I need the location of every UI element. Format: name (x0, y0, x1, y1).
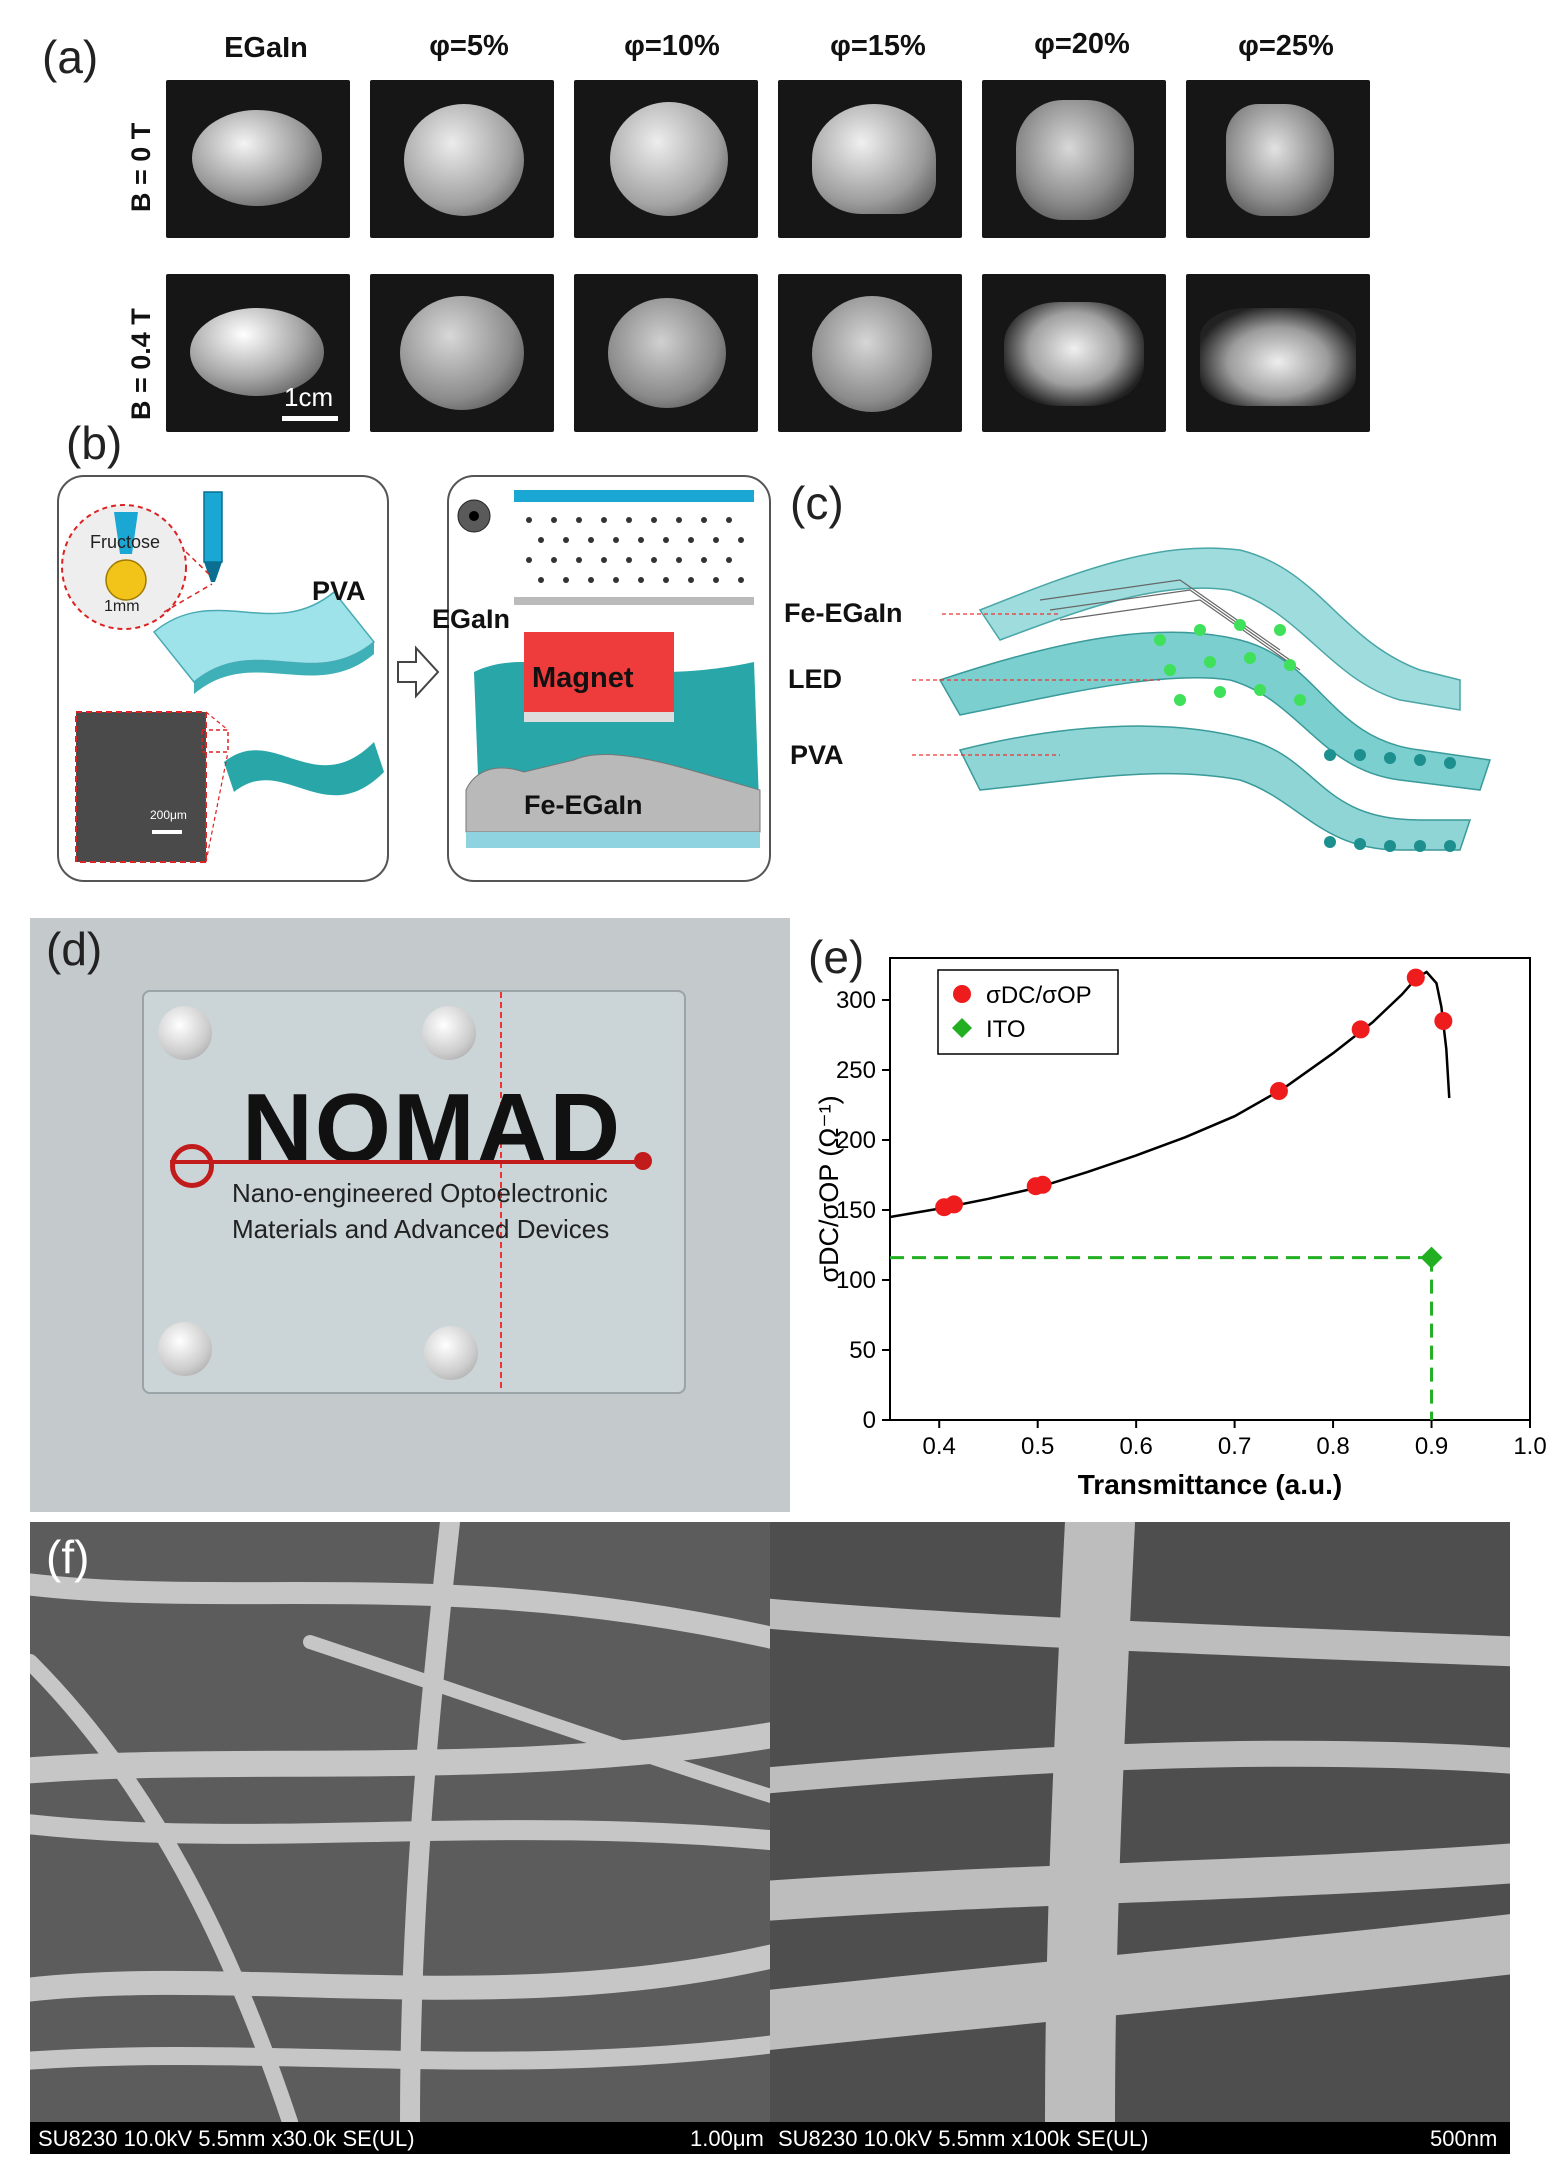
egain-label-b: EGaIn (432, 604, 511, 634)
x-tick-label: 0.9 (1415, 1433, 1448, 1460)
row-label: B = 0.4 T (126, 308, 156, 420)
photo-15-0t (778, 80, 962, 238)
data-point (1434, 1012, 1453, 1030)
fructose-label: Fructose (90, 532, 161, 552)
column-header: EGaIn (224, 32, 308, 64)
y-tick-label: 250 (836, 1057, 876, 1084)
panel-c-device-illustration (912, 547, 1491, 852)
sem-fibers-left (30, 1522, 770, 2122)
photo-egain-04t: 1cm (166, 274, 350, 432)
y-tick-label: 150 (836, 1197, 876, 1224)
panel-e-label: (e) (808, 931, 865, 983)
panel-a-label: (a) (42, 31, 99, 83)
column-header: φ=20% (1034, 28, 1130, 60)
mm-label: 1mm (104, 598, 140, 615)
um-label: 200μm (150, 808, 187, 822)
x-axis-label: Transmittance (a.u.) (1078, 1469, 1343, 1500)
contact-pad (424, 1326, 478, 1380)
x-tick-label: 0.6 (1119, 1433, 1152, 1460)
x-tick-label: 1.0 (1513, 1433, 1546, 1460)
row-label: B = 0 T (126, 122, 156, 212)
data-point (1033, 1175, 1052, 1194)
data-point (1351, 1020, 1370, 1039)
photo-15-04t (778, 274, 962, 432)
legend-marker (952, 1018, 972, 1038)
sem-info-left: SU8230 10.0kV 5.5mm x30.0k SE(UL) (38, 2126, 415, 2151)
glass-substrate: NOMAD Nano-engineered Optoelectronic Mat… (142, 990, 686, 1394)
column-header: φ=10% (624, 30, 720, 62)
legend-label: σDC/σOP (986, 982, 1092, 1009)
red-dashed-line (500, 992, 502, 1388)
contact-pad (422, 1006, 476, 1060)
led-label-c: LED (788, 664, 842, 694)
legend-box (937, 969, 1119, 1055)
chart-legend: σDC/σOP ITO (937, 969, 1119, 1055)
ito-point (1420, 1246, 1443, 1269)
panel-c-label: (c) (790, 477, 844, 529)
legend-label: ITO (986, 1016, 1026, 1043)
y-tick-label: 50 (849, 1337, 876, 1364)
photo-5-0t (370, 80, 554, 238)
pva-label-c: PVA (790, 740, 844, 770)
sem-image-right: SU8230 10.0kV 5.5mm x100k SE(UL) 500nm (770, 1522, 1510, 2154)
sem-scale-right: 500nm (1430, 2126, 1498, 2151)
y-tick-label: 200 (836, 1127, 876, 1154)
magnet-label: Magnet (532, 662, 634, 694)
panel-b-label: (b) (66, 417, 123, 469)
photo-10-0t (574, 80, 758, 238)
photo-20-04t (982, 274, 1166, 432)
column-header: φ=25% (1238, 30, 1334, 62)
column-header: φ=5% (429, 30, 509, 62)
data-point (1406, 968, 1425, 987)
panel-d-photo: (d) NOMAD Nano-engineered Optoelectronic… (30, 918, 790, 1512)
pva-label-b: PVA (312, 576, 366, 606)
sem-image-left: (f) SU8230 10.0kV 5.5mm x30.0k SE(UL) 1.… (30, 1522, 770, 2154)
data-point (945, 1195, 963, 1214)
panel-b-schematic (57, 475, 771, 882)
x-tick-label: 0.8 (1316, 1433, 1349, 1460)
scale-bar (282, 416, 338, 421)
photo-25-04t (1186, 274, 1370, 432)
sem-scale-left: 1.00μm (690, 2126, 764, 2151)
fe-egain-label-b: Fe-EGaIn (524, 790, 643, 820)
x-tick-label: 0.7 (1218, 1433, 1251, 1460)
plot-frame (889, 957, 1531, 1421)
panel-f-label: (f) (46, 1531, 90, 1583)
y-tick-label: 300 (836, 987, 876, 1014)
legend-marker (953, 985, 971, 1003)
sem-info-right: SU8230 10.0kV 5.5mm x100k SE(UL) (778, 2126, 1149, 2151)
data-point (1269, 1082, 1288, 1100)
panel-d-label: (d) (46, 923, 103, 975)
sem-info-bar-left: SU8230 10.0kV 5.5mm x30.0k SE(UL) 1.00μm (30, 2122, 770, 2154)
sem-fibers-right (770, 1522, 1510, 2122)
logo-dot-icon (634, 1152, 652, 1170)
fe-egain-label-c: Fe-EGaIn (784, 598, 903, 628)
x-tick-label: 0.4 (923, 1433, 956, 1460)
logo-circle-icon (170, 1144, 214, 1188)
y-axis-label: σDC/σOP (Ω⁻¹) (814, 1095, 844, 1282)
photo-5-04t (370, 274, 554, 432)
contact-pad (158, 1322, 212, 1376)
nomad-logo-text: NOMAD (242, 1073, 623, 1183)
logo-red-line (170, 1160, 640, 1164)
contact-pad (158, 1006, 212, 1060)
x-tick-label: 0.5 (1021, 1433, 1054, 1460)
y-tick-label: 0 (863, 1407, 876, 1434)
photo-egain-0t (166, 80, 350, 238)
photo-20-0t (982, 80, 1166, 238)
photo-10-04t (574, 274, 758, 432)
sem-info-bar-right: SU8230 10.0kV 5.5mm x100k SE(UL) 500nm (770, 2122, 1510, 2154)
y-tick-label: 100 (836, 1267, 876, 1294)
scale-label: 1cm (284, 382, 334, 412)
column-header: φ=15% (830, 30, 926, 62)
chart-svg: 0.4 0.5 0.6 0.7 0.8 0.9 1.0 0 50 100 150 200 250 300… (814, 957, 1547, 1500)
photo-25-0t (1186, 80, 1370, 238)
nomad-line-1: Nano-engineered Optoelectronic (232, 1178, 608, 1208)
nomad-line-2: Materials and Advanced Devices (232, 1214, 610, 1244)
